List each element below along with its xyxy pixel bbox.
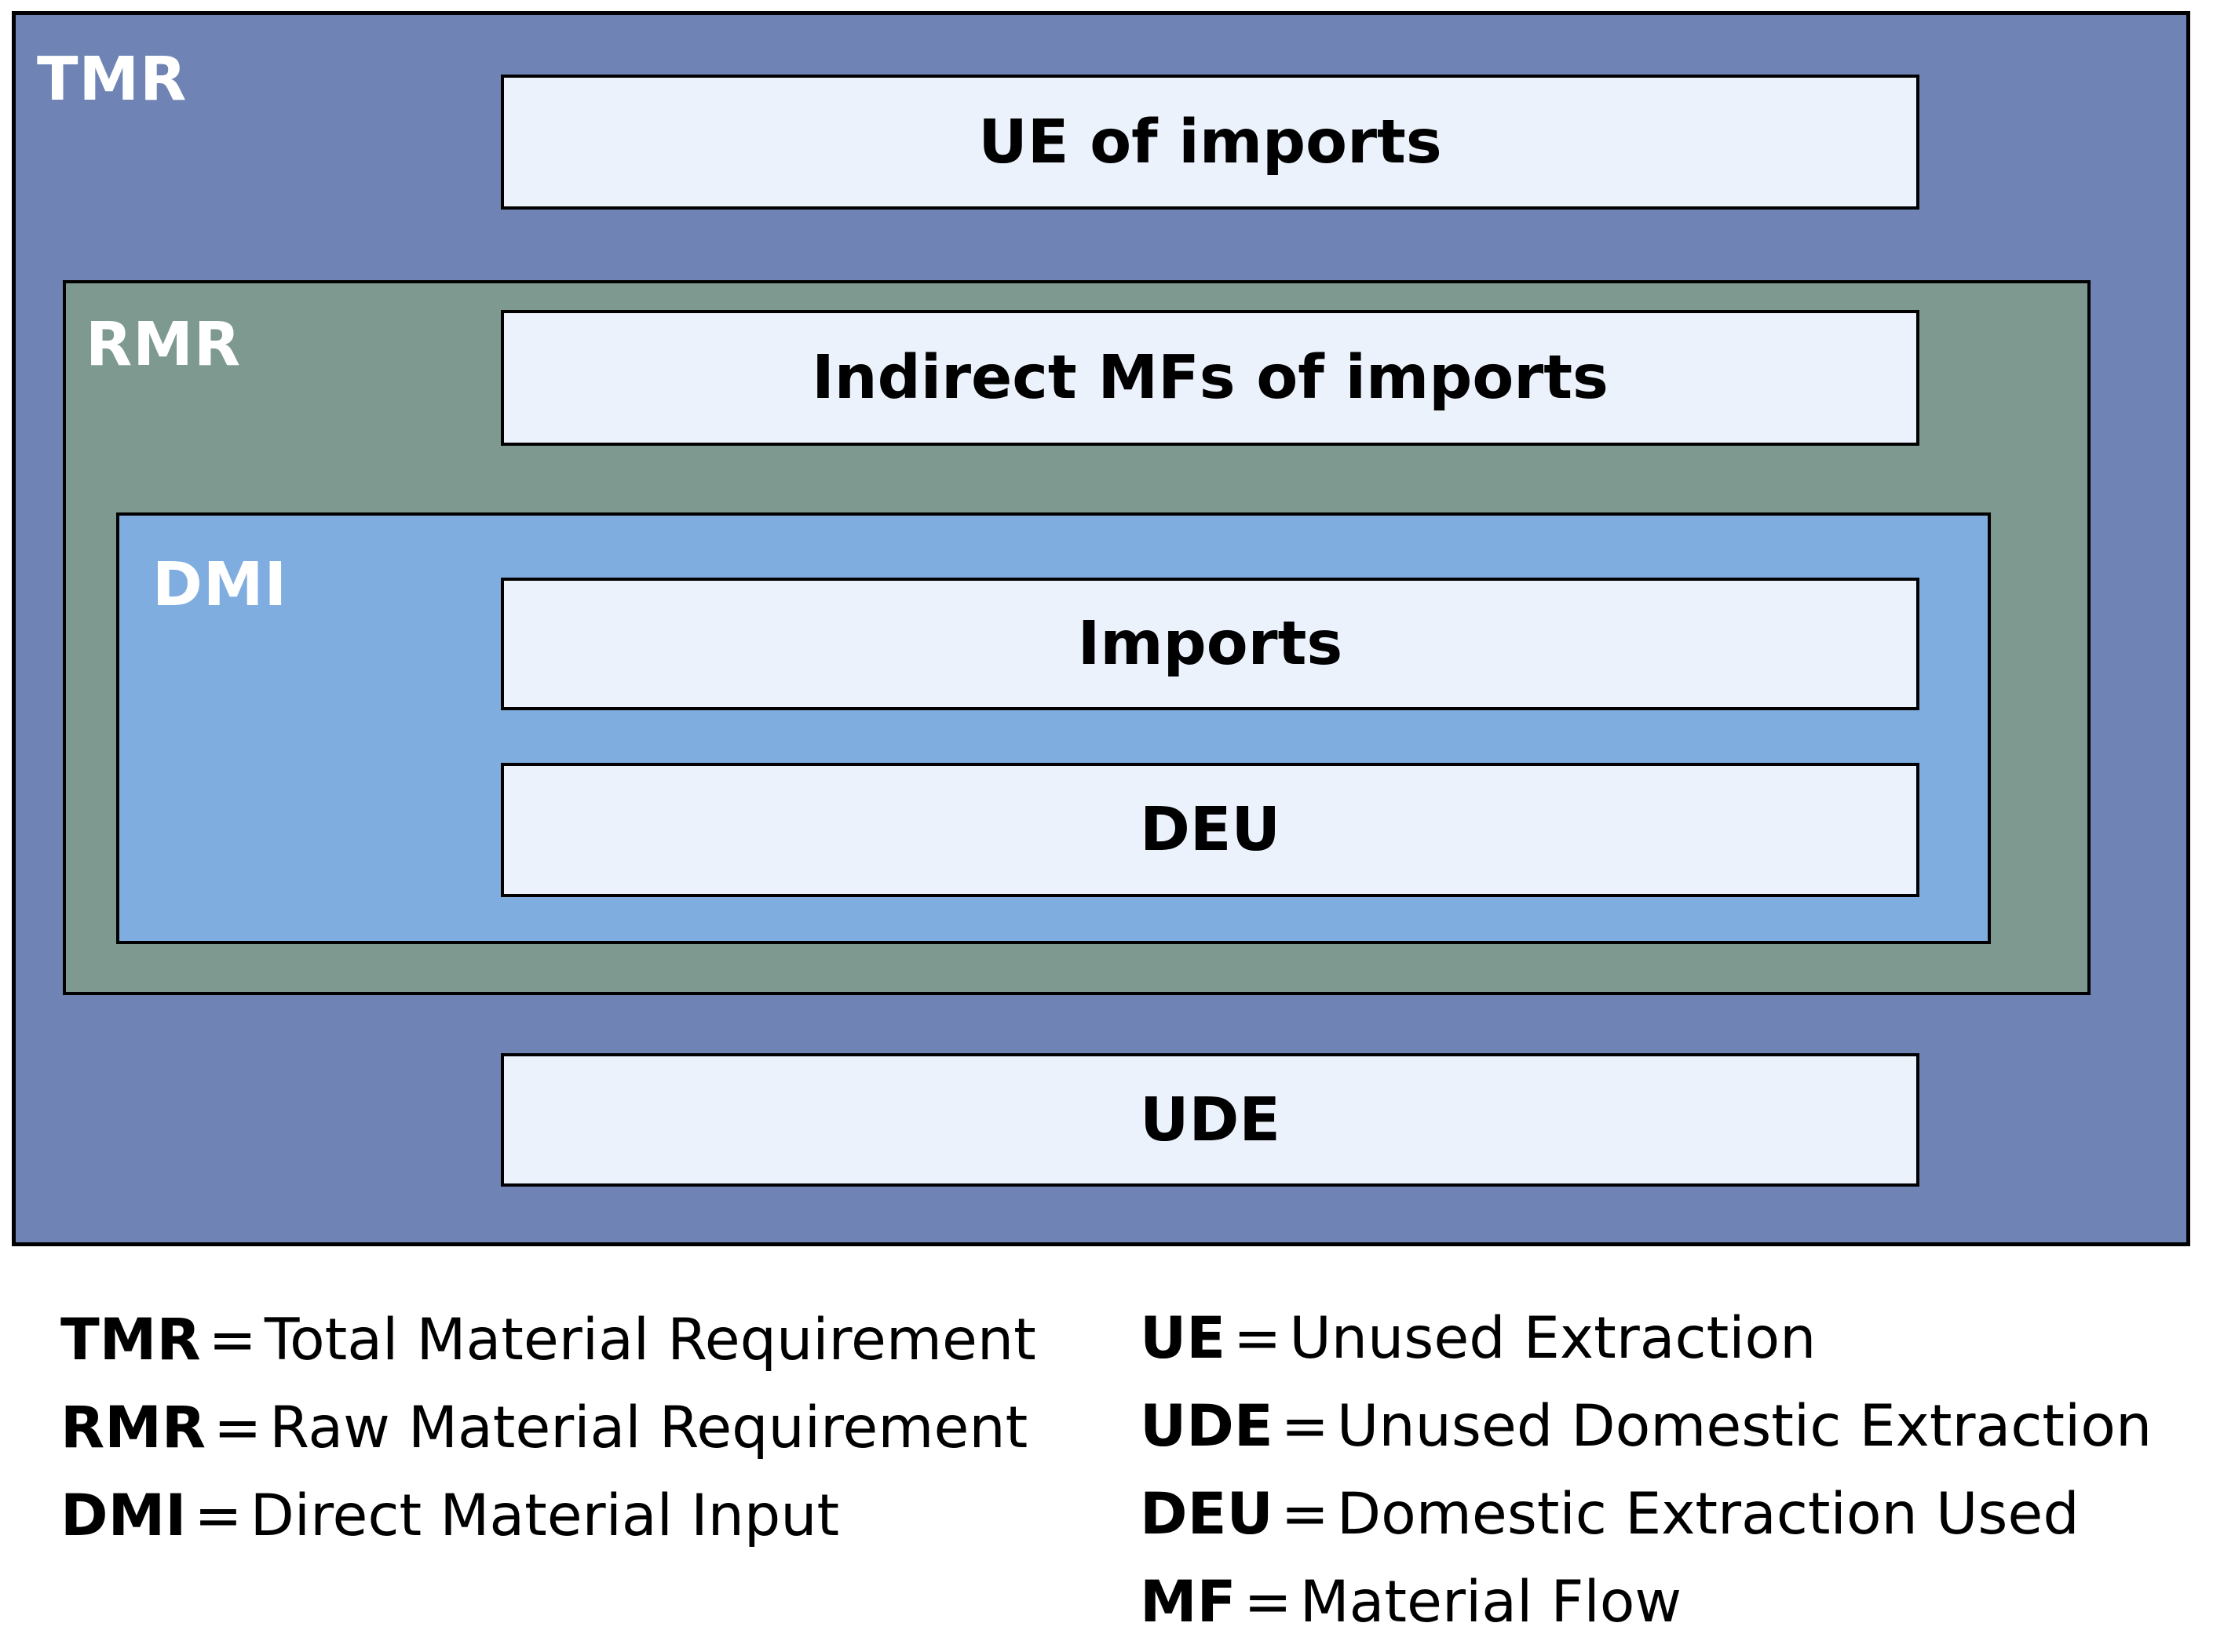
legend-definition-ue: Unused Extraction	[1289, 1305, 1817, 1372]
box-deu: DEU	[501, 763, 1919, 897]
legend-item-rmr: RMR=Raw Material Requirement	[60, 1384, 1036, 1472]
legend-abbr-mf: MF	[1140, 1569, 1236, 1636]
legend-definition-deu: Domestic Extraction Used	[1336, 1481, 2080, 1548]
legend-item-deu: DEU=Domestic Extraction Used	[1140, 1471, 2152, 1559]
box-ude: UDE	[501, 1053, 1919, 1187]
legend-abbr-ue: UE	[1140, 1305, 1226, 1372]
legend-item-ude: UDE=Unused Domestic Extraction	[1140, 1383, 2152, 1471]
legend-definition-ude: Unused Domestic Extraction	[1336, 1393, 2153, 1460]
legend-definition-dmi: Direct Material Input	[250, 1482, 840, 1549]
legend-definition-mf: Material Flow	[1299, 1569, 1682, 1636]
legend-item-dmi: DMI=Direct Material Input	[60, 1472, 1036, 1560]
box-imports-label: Imports	[1077, 609, 1343, 679]
legend-abbr-deu: DEU	[1140, 1481, 1273, 1548]
legend-equals-sign: =	[214, 1395, 262, 1461]
legend-abbr-ude: UDE	[1140, 1393, 1273, 1460]
box-ude-label: UDE	[1139, 1085, 1281, 1155]
zone-rmr-label: RMR	[86, 310, 242, 380]
box-indirect-mfs-of-imports-label: Indirect MFs of imports	[812, 343, 1609, 413]
zone-rmr: RMR Indirect MFs of imports DMI Imports …	[63, 280, 2091, 995]
box-indirect-mfs-of-imports: Indirect MFs of imports	[501, 310, 1919, 446]
legend-abbr-rmr: RMR	[60, 1395, 206, 1461]
legend-abbr-dmi: DMI	[60, 1482, 187, 1549]
zone-tmr-label: TMR	[37, 45, 188, 115]
legend-equals-sign: =	[1243, 1569, 1292, 1636]
legend-definition-tmr: Total Material Requirement	[264, 1307, 1036, 1373]
legend-right-column: UE=Unused Extraction UDE=Unused Domestic…	[1140, 1295, 2152, 1647]
box-ue-of-imports: UE of imports	[501, 75, 1919, 210]
legend-definition-rmr: Raw Material Requirement	[269, 1395, 1028, 1461]
zone-tmr: TMR UE of imports RMR Indirect MFs of im…	[12, 11, 2190, 1246]
legend-item-mf: MF=Material Flow	[1140, 1559, 2152, 1647]
legend-abbr-tmr: TMR	[60, 1307, 201, 1373]
box-ue-of-imports-label: UE of imports	[978, 107, 1442, 177]
zone-dmi: DMI Imports DEU	[116, 512, 1991, 944]
zone-dmi-label: DMI	[152, 550, 288, 620]
legend-item-tmr: TMR=Total Material Requirement	[60, 1296, 1036, 1384]
legend-equals-sign: =	[194, 1482, 243, 1549]
legend-left-column: TMR=Total Material Requirement RMR=Raw M…	[60, 1296, 1036, 1560]
legend-item-ue: UE=Unused Extraction	[1140, 1295, 2152, 1383]
legend-equals-sign: =	[1280, 1393, 1329, 1460]
legend-equals-sign: =	[1280, 1481, 1329, 1548]
legend-equals-sign: =	[1233, 1305, 1282, 1372]
box-imports: Imports	[501, 578, 1919, 710]
legend-equals-sign: =	[208, 1307, 257, 1373]
box-deu-label: DEU	[1139, 795, 1281, 865]
